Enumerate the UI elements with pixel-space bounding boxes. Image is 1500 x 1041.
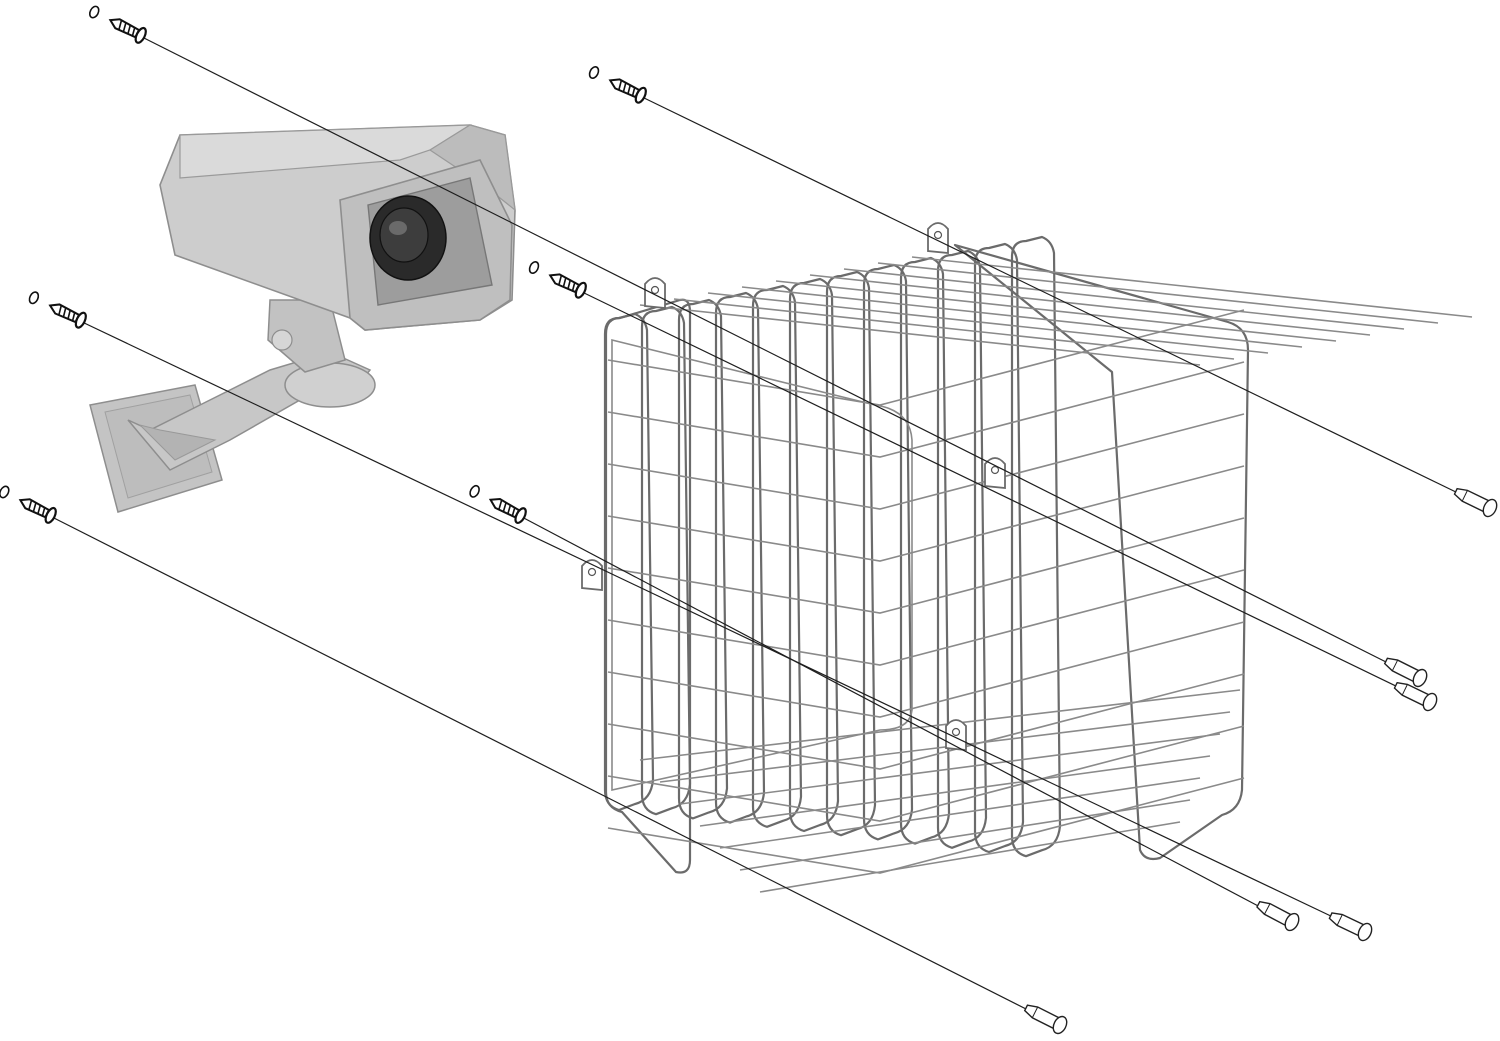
washer [28,291,40,305]
wall-plugs [1023,487,1498,1035]
wire-cage [581,222,1473,893]
cage-top-wire [775,280,1337,342]
cage-top-wire [639,304,1201,366]
cage-loop [751,284,803,828]
cage-horizontal-wire [607,621,1245,718]
guide-lines [49,35,1461,1012]
cage-mounting-tab [644,277,666,309]
cage-loop [677,298,729,820]
cage-top-wire [707,292,1269,354]
camera-swivel-joint [284,362,376,408]
cage-mounting-tab [927,222,949,254]
cage-loop [714,291,766,824]
cage-mounting-tab [945,719,967,751]
cage-top-wire [843,268,1405,330]
guide-line [49,515,1031,1012]
cage-bottom-wire [679,733,1221,805]
cage-horizontal-wire [607,309,1245,406]
guide-line [79,320,1336,919]
guide-line [639,95,1461,495]
guide-line [579,290,1401,689]
cage-loop [973,242,1025,854]
cage-horizontal-wire [607,465,1245,562]
cage-horizontal-wire [607,517,1245,614]
wall-plug [1256,900,1300,932]
cage-bottom-wire [699,755,1211,827]
cctv-camera [89,124,516,513]
cage-horizontal-wire [607,361,1245,458]
washer [469,484,480,498]
screw [588,66,647,104]
wall-plug [1453,487,1498,518]
wall-plug [1023,1004,1068,1035]
cage-bottom-wire [659,711,1231,783]
washer [88,5,100,19]
guide-line [519,515,1263,909]
screw [0,485,57,524]
cage-bottom-wire [739,799,1191,871]
cage-top-wire [809,274,1371,336]
cage-horizontal-wire [607,569,1245,666]
screw [28,291,87,329]
cage-front-frame [604,298,692,874]
cage-loop [899,256,951,845]
camera-lens [369,195,447,281]
screw [88,5,147,44]
wall-plug [1393,681,1438,712]
cage-bottom-wire [639,689,1241,761]
cage-horizontal-wire [607,413,1245,510]
cage-top-wire [673,298,1235,360]
washer [588,66,600,79]
cage-top-wire [741,286,1303,348]
cage-horizontal-wire [607,673,1245,770]
cage-mounting-tab [984,457,1006,489]
screws [0,5,647,525]
cage-top-wire [877,262,1439,324]
screw [469,484,527,525]
cage-loop [788,277,840,833]
cage-top-wire [911,256,1473,318]
cage-horizontal-wire [607,725,1245,822]
wall-plug [1383,657,1428,688]
cage-bottom-wire [719,777,1201,849]
wall-plug [1328,912,1373,942]
guide-line [139,35,1391,665]
cage-bottom-wire [759,821,1181,893]
screw [528,261,587,299]
cage-loop [1010,235,1062,858]
washer [528,261,540,275]
washer [0,485,10,499]
cage-inner-panel [611,338,913,791]
cage-loop [862,263,914,841]
